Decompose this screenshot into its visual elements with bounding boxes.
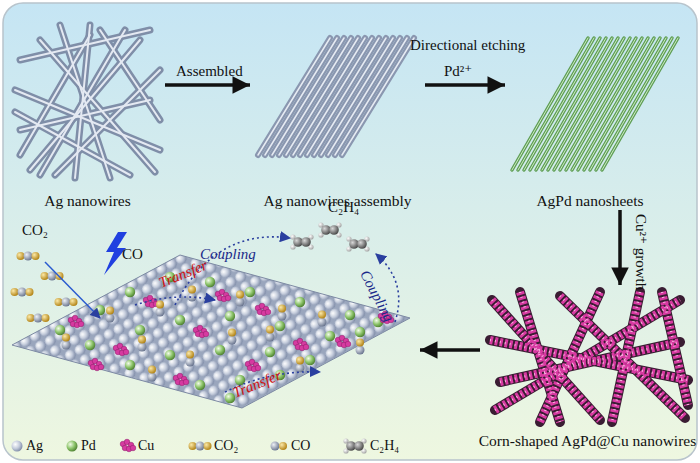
catalyst-surface: C₂H₄CO₂COCouplingCouplingTransferTransfe…: [10, 195, 420, 435]
adsorbed-co: [62, 286, 365, 382]
pd-atoms: [55, 272, 383, 403]
legend-label: CO: [291, 437, 310, 455]
co2-molecules: [11, 252, 78, 323]
c2h4-sample: [343, 438, 366, 453]
process-label: Coupling: [200, 245, 256, 263]
species-label: C₂H₄: [328, 198, 359, 216]
process-label: Transfer: [230, 366, 284, 402]
background-panel: [3, 3, 697, 460]
ag-nanowire-tangle: [15, 25, 160, 178]
co-sample: [271, 442, 288, 451]
ag-sample: [12, 441, 23, 452]
catalyst-surface-art: [11, 222, 411, 408]
legend-samples: [12, 438, 367, 453]
stage-caption: Ag nanowires: [44, 192, 131, 210]
process-arrow: [425, 83, 505, 87]
c2h4-molecules: [290, 222, 369, 251]
pd-sample: [67, 441, 78, 452]
legend-label: CO₂: [214, 437, 238, 455]
stage-panel: Ag nanowires assembly: [250, 20, 425, 210]
legend-label: Cu: [138, 437, 154, 455]
transfer-path: [135, 297, 215, 305]
co2-sample: [189, 442, 212, 451]
process-label: Coupling: [356, 267, 398, 325]
process-arrow: [165, 83, 250, 87]
stage-caption: AgPd nanosheets: [536, 192, 643, 210]
species-label: CO₂: [22, 221, 48, 239]
reagent-label: Pd²⁺: [444, 62, 472, 80]
legend-label: Pd: [81, 437, 96, 455]
process-arrow: [618, 210, 622, 285]
process-label: Transfer: [156, 256, 210, 292]
cu-clusters: [68, 289, 394, 386]
species-label: CO: [122, 245, 143, 263]
stage-caption: Corn-shaped AgPd@Cu nanowires: [479, 432, 696, 450]
corn-nanowires: [490, 292, 688, 422]
legend-label: Ag: [26, 437, 43, 455]
stage-panel: Ag nanowires: [10, 20, 165, 210]
legend-label: C₂H₄: [370, 437, 399, 455]
edge-label: Cu²⁺ growth: [632, 214, 650, 290]
co2-feed-arrow: [45, 262, 100, 318]
cu-sample: [120, 439, 136, 452]
stage-panel: AgPd nanosheets: [505, 20, 675, 210]
edge-label: Directional etching: [410, 36, 525, 54]
ag-nanowire-assembly: [258, 38, 414, 155]
process-arrow: [420, 348, 480, 352]
agpd-nanosheets: [512, 38, 678, 170]
edge-label: Assembled: [176, 62, 243, 80]
stage-panel: Corn-shaped AgPd@Cu nanowires: [480, 285, 695, 450]
